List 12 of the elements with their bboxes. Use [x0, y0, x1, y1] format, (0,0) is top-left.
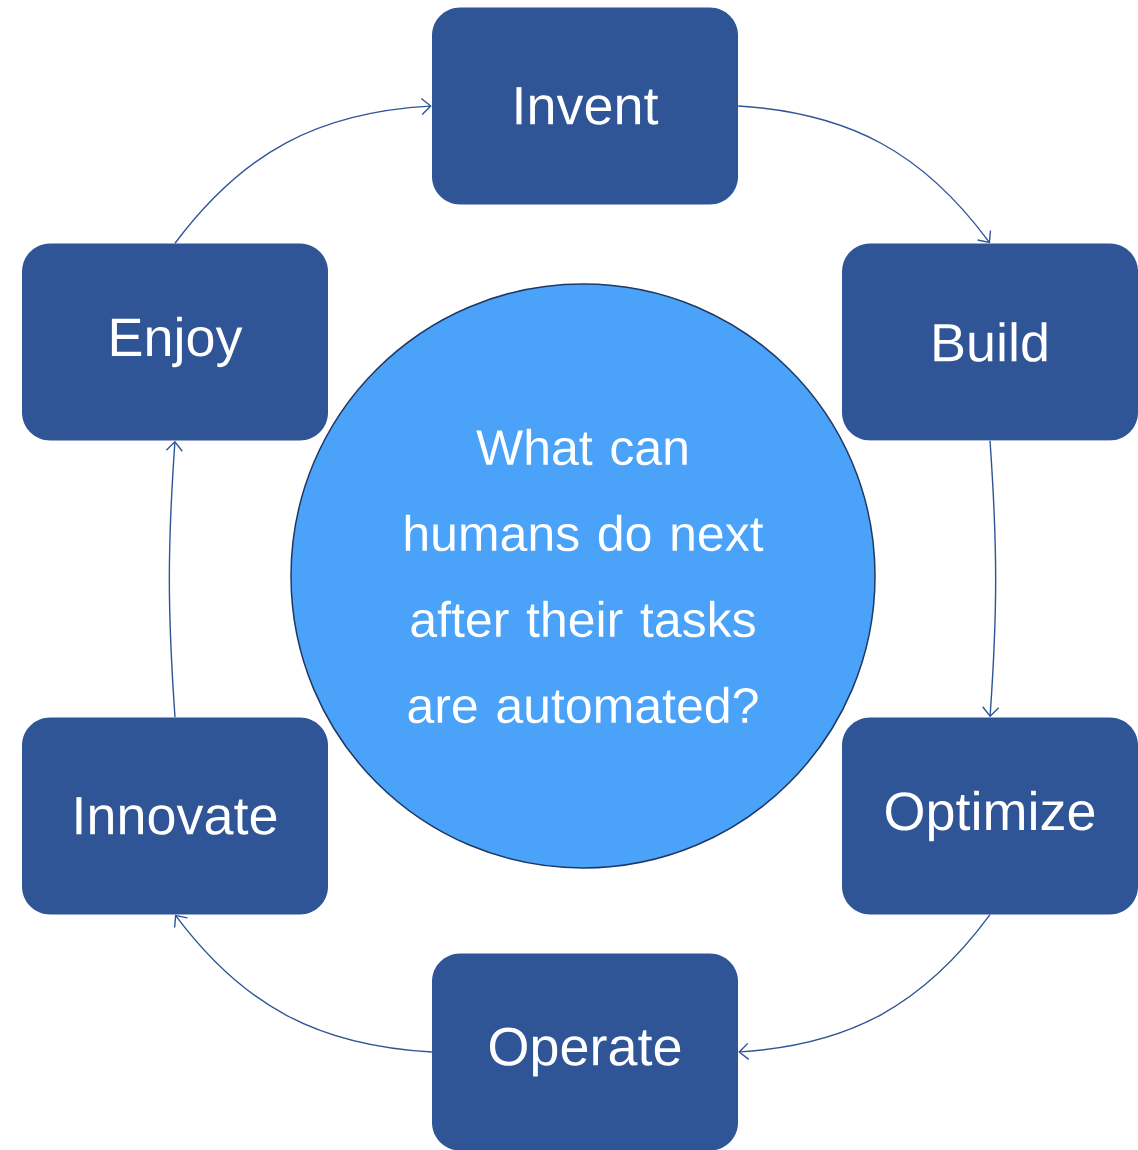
process-box: Innovate — [22, 717, 328, 915]
process-box: Enjoy — [22, 243, 328, 441]
arrow — [738, 914, 991, 1061]
process-box: Invent — [432, 7, 738, 205]
arrow — [737, 105, 992, 244]
arrow — [165, 440, 183, 718]
process-box: Build — [842, 243, 1138, 441]
process-box: Optimize — [842, 717, 1138, 915]
arrow — [173, 914, 433, 1053]
process-box: Operate — [432, 953, 738, 1150]
arrow — [982, 440, 1000, 718]
arrow — [174, 97, 432, 244]
